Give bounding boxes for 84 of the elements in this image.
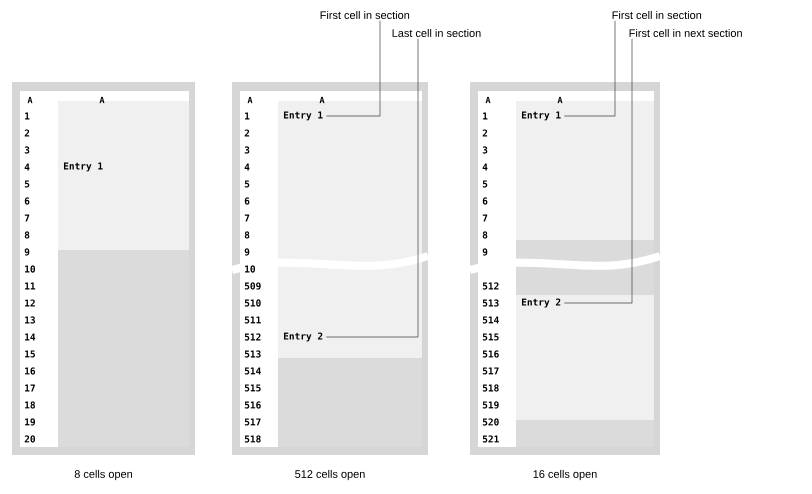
column-header: A (558, 96, 562, 104)
row-number: 518 (244, 435, 261, 443)
leader-line (326, 38, 418, 338)
spreadsheet-panel (231, 82, 430, 455)
callout-text: First cell in next section (630, 28, 742, 38)
column-header: A (486, 96, 490, 104)
row-number: 3 (244, 146, 250, 154)
row-number: 5 (24, 180, 30, 188)
column-header: A (28, 96, 32, 104)
row-number: 15 (25, 350, 35, 358)
spreadsheet-panel (469, 82, 662, 455)
row-number: 3 (482, 146, 488, 154)
column-header: A (320, 96, 324, 104)
row-number: 519 (482, 401, 499, 409)
row-number: 509 (244, 282, 261, 290)
row-number: 16 (25, 367, 36, 375)
row-number: 14 (25, 334, 36, 340)
row-number: 6 (244, 197, 250, 205)
row-number: 514 (482, 316, 499, 324)
leader-line (564, 38, 632, 304)
leader-line (564, 20, 616, 116)
row-number: 513 (482, 299, 499, 307)
row-number: 511 (244, 316, 261, 324)
cell-entry: Entry 1 (522, 112, 561, 120)
callout-text: Last cell in section (392, 28, 480, 38)
row-number: 12 (25, 299, 35, 306)
row-number: 20 (24, 435, 36, 443)
row-number: 8 (244, 231, 250, 239)
row-number: 4 (24, 164, 30, 170)
row-number: 1 (483, 112, 488, 120)
row-number: 510 (244, 299, 261, 307)
row-number: 7 (24, 214, 30, 222)
callout-text: First cell in section (612, 10, 702, 20)
row-number: 516 (482, 350, 499, 358)
row-number: 9 (24, 248, 30, 256)
callout-text: First cell in section (320, 10, 410, 20)
row-number: 3 (24, 146, 30, 154)
row-number: 1 (245, 112, 250, 120)
row-number: 7 (482, 214, 488, 222)
row-number: 515 (244, 384, 261, 392)
row-number: 4 (244, 164, 250, 170)
row-number: 10 (245, 265, 256, 273)
row-number: 2 (482, 129, 488, 136)
row-number: 516 (244, 401, 261, 409)
row-number: 1 (25, 112, 30, 120)
row-number: 517 (244, 418, 261, 426)
column-header: A (100, 96, 104, 104)
row-number: 5 (244, 180, 250, 188)
panel-caption: 512 cells open (295, 470, 365, 480)
row-number: 514 (244, 367, 261, 375)
cell-entry: Entry 2 (284, 332, 322, 342)
leader-line (326, 20, 380, 116)
row-number: 2 (244, 129, 250, 136)
row-number: 9 (244, 248, 250, 256)
row-number: 19 (25, 418, 35, 426)
row-number: 10 (25, 265, 36, 273)
row-number: 9 (482, 248, 488, 256)
row-number: 518 (482, 384, 499, 392)
cell-entry: Entry 1 (64, 162, 103, 172)
column-header: A (248, 96, 252, 104)
row-number: 8 (482, 231, 488, 239)
row-number: 517 (482, 367, 499, 375)
cell-entry: Entry 1 (284, 112, 323, 120)
row-number: 515 (482, 333, 499, 341)
row-number: 521 (482, 435, 499, 443)
panel-caption: 8 cells open (74, 470, 132, 480)
row-number: 18 (25, 401, 35, 409)
row-number: 13 (25, 316, 35, 324)
row-number: 5 (482, 180, 488, 188)
cell-entry: Entry 2 (522, 298, 560, 308)
row-number: 6 (24, 197, 30, 205)
spreadsheet-panel (12, 82, 195, 455)
row-number: 513 (244, 350, 261, 358)
panel-caption: 16 cells open (534, 470, 597, 480)
row-number: 17 (25, 384, 35, 392)
row-number: 4 (482, 164, 488, 170)
row-number: 6 (482, 197, 488, 205)
row-number: 512 (482, 282, 499, 290)
row-number: 11 (25, 282, 36, 290)
row-number: 2 (24, 129, 30, 136)
row-number: 7 (244, 214, 250, 222)
row-number: 8 (24, 231, 30, 239)
row-number: 520 (482, 418, 499, 426)
row-number: 512 (244, 333, 261, 341)
